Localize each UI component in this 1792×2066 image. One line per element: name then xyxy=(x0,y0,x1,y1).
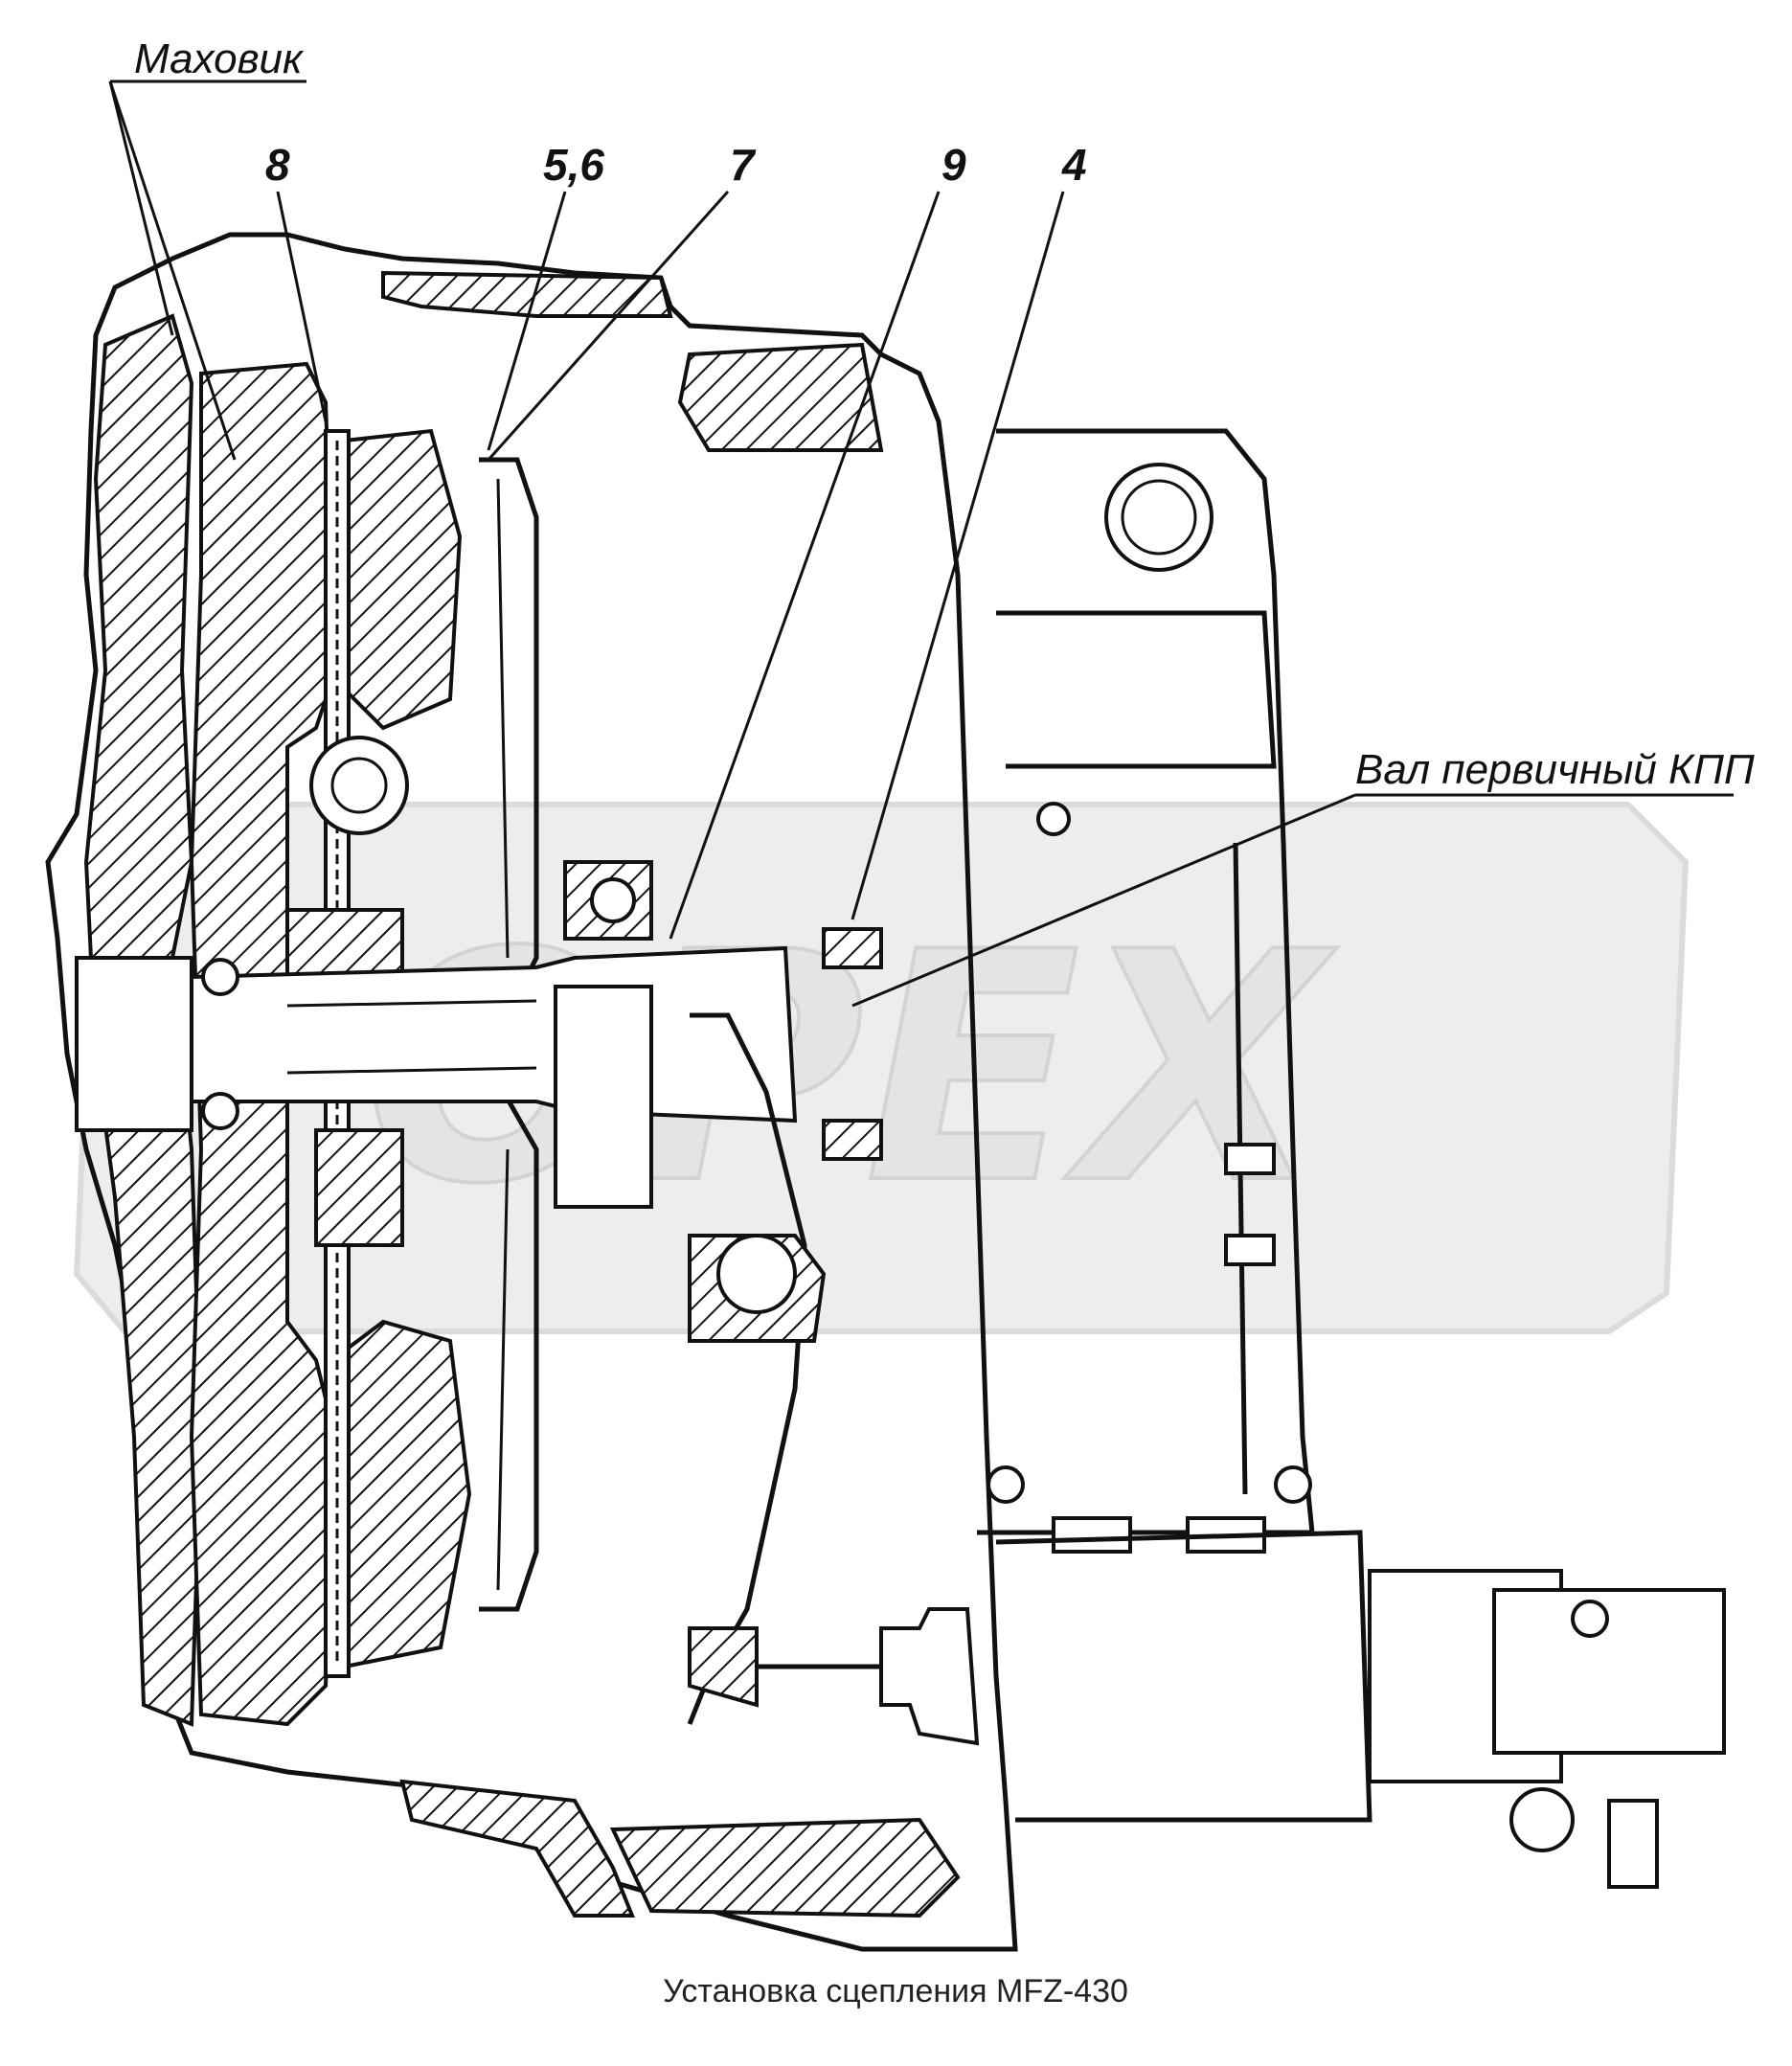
callout-flywheel: Маховик xyxy=(134,35,305,82)
input-shaft-part xyxy=(75,945,798,1132)
callout-number-7: 7 xyxy=(730,140,757,190)
release-bearing-part xyxy=(554,860,883,1209)
leader-lines xyxy=(108,79,1734,1008)
booster-cylinder-part xyxy=(879,1530,1726,1889)
callout-number-8: 8 xyxy=(265,140,290,190)
gearbox-casing xyxy=(977,428,1315,1554)
callout-number-9: 9 xyxy=(941,140,966,190)
callout-number-4: 4 xyxy=(1061,140,1087,190)
callout-input-shaft: Вал первичный КПП xyxy=(1355,746,1755,793)
release-fork-part xyxy=(687,1012,900,1725)
figure-caption: Установка сцепления MFZ-430 xyxy=(663,1973,1128,2009)
callout-number-5-6: 5,6 xyxy=(543,140,604,190)
pressure-plate-part xyxy=(343,428,472,1669)
